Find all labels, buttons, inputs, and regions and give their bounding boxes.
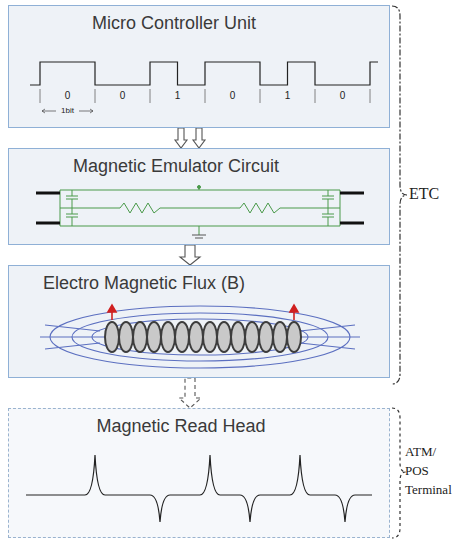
bit-tick <box>370 89 371 103</box>
coil-turn <box>147 322 161 352</box>
field-line <box>40 336 105 337</box>
coil-turn <box>133 322 147 352</box>
process-box: Electro Magnetic Flux (B) <box>8 265 390 378</box>
capacitor-symbol <box>66 196 78 197</box>
group-brace <box>392 408 406 538</box>
circuit-wire <box>328 217 329 226</box>
current-arrow-head <box>108 305 116 312</box>
field-line <box>92 319 308 355</box>
dimension-line <box>79 111 93 112</box>
coil-turn <box>245 322 259 352</box>
terminal-pin <box>36 192 60 195</box>
resistor-symbol <box>60 203 340 213</box>
bit-tick <box>40 89 41 103</box>
field-line <box>300 325 355 331</box>
current-arrow-head <box>290 305 298 312</box>
circuit-wire <box>72 199 73 208</box>
capacitor-symbol <box>66 214 78 215</box>
field-line <box>300 343 355 349</box>
coil-turn <box>287 322 301 352</box>
flow-arrow <box>180 245 200 265</box>
flow-arrow <box>179 378 201 408</box>
dimension-head <box>90 109 93 113</box>
dimension-line <box>42 111 56 112</box>
bit-value: 1 <box>170 90 186 101</box>
flow-arrow <box>175 128 205 148</box>
circuit-node <box>198 186 201 189</box>
terminal-pin <box>340 192 364 195</box>
field-line <box>72 313 328 361</box>
group-label: ETC <box>409 185 439 203</box>
ground-symbol <box>192 235 206 238</box>
circuit-wire <box>328 208 329 214</box>
circuit-wire <box>72 208 73 214</box>
bit-tick <box>205 89 206 103</box>
field-line <box>295 336 360 337</box>
box-title: Micro Controller Unit <box>92 13 256 34</box>
bit-tick <box>260 89 261 103</box>
capacitor-symbol <box>322 214 334 215</box>
box-title: Electro Magnetic Flux (B) <box>43 273 245 294</box>
coil-turn <box>105 322 119 352</box>
bit-tick <box>150 89 151 103</box>
square-wave <box>30 62 378 85</box>
bit-tick <box>315 89 316 103</box>
current-arrows <box>108 305 298 320</box>
circuit-wire <box>72 190 73 196</box>
bit-tick <box>95 89 96 103</box>
dimension-head <box>42 109 45 113</box>
circuit-wire <box>72 217 73 226</box>
coil-turn <box>217 322 231 352</box>
bit-value: 0 <box>60 90 76 101</box>
terminal-box: Magnetic Read Head <box>8 408 390 538</box>
box-fill <box>8 148 390 245</box>
coil-turn <box>175 322 189 352</box>
group-label: ATM/ POS Terminal <box>405 443 454 500</box>
coil-turn <box>189 322 203 352</box>
bit-cell-ticks <box>40 89 370 103</box>
circuit-wire <box>199 226 200 235</box>
emulator-circuit <box>60 186 340 236</box>
coil-turn <box>119 322 133 352</box>
capacitor-symbol <box>322 196 334 197</box>
ground-line <box>192 235 206 236</box>
coil-turn <box>161 322 175 352</box>
coil <box>105 322 301 352</box>
field-line <box>45 325 100 331</box>
ground-line <box>195 238 203 239</box>
read-head-signal <box>26 455 372 522</box>
coil-turn <box>273 322 287 352</box>
coil-turn <box>231 322 245 352</box>
process-box: Magnetic Emulator Circuit <box>8 148 390 245</box>
bit-value: 0 <box>335 90 351 101</box>
field-line <box>45 343 100 349</box>
bit-value: 0 <box>225 90 241 101</box>
bit-value: 0 <box>115 90 131 101</box>
terminal-pin <box>36 222 60 225</box>
box-title: Magnetic Emulator Circuit <box>73 156 279 177</box>
bit-value: 1 <box>280 90 296 101</box>
terminal-pin <box>340 222 364 225</box>
circuit-wire <box>328 190 329 196</box>
box-fill <box>8 265 390 378</box>
coil-turn <box>259 322 273 352</box>
box-title: Magnetic Read Head <box>96 416 265 437</box>
bit-width-label: 1bit <box>58 106 78 115</box>
box-fill <box>8 408 390 538</box>
circuit-wire <box>60 190 340 226</box>
terminal-pins <box>36 193 364 223</box>
box-fill <box>8 5 390 128</box>
group-brace <box>392 6 407 384</box>
circuit-wire <box>328 199 329 208</box>
coil-turn <box>203 322 217 352</box>
field-lines <box>40 306 360 368</box>
